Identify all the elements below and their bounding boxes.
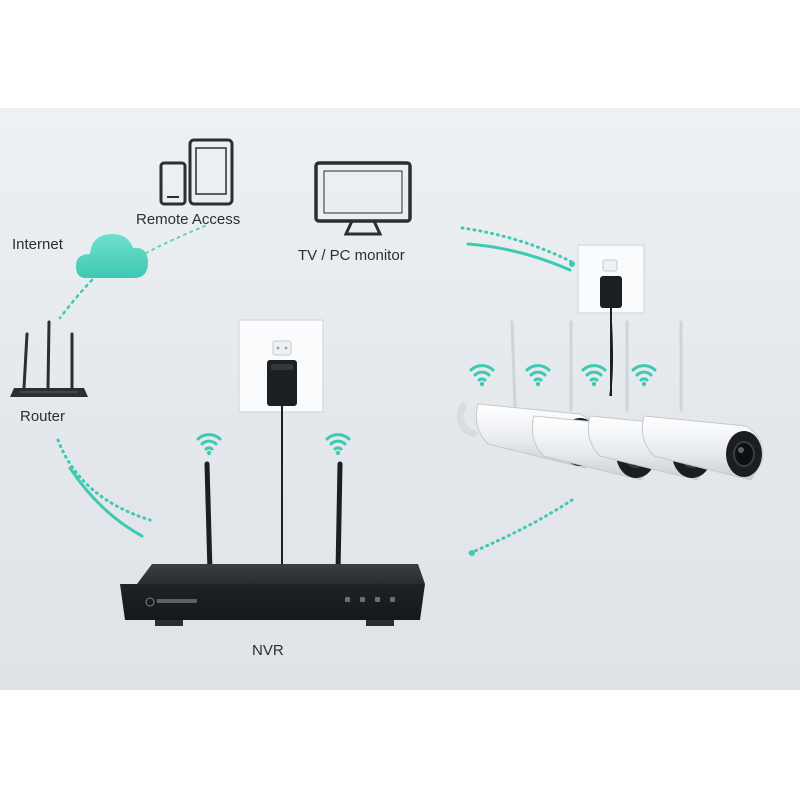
cloud-icon [76,234,149,278]
network-diagram [10,138,764,626]
remote-access-label: Remote Access [136,211,241,228]
wifi-signal-icon [581,364,607,388]
camera-group [456,320,764,481]
internet-label: Internet [12,236,63,253]
phone-icon [159,161,187,206]
power-socket-icon [577,244,645,397]
tv-camera-link [460,226,574,264]
wifi-signal-icon [631,364,657,388]
router-nvr-link [56,438,152,522]
tv-camera-link-dot [569,261,575,267]
tv-pc-monitor-label: TV / PC monitor [298,247,405,264]
router-nvr-link-solid [68,466,144,538]
nvr-icon [120,461,425,626]
diagram-canvas: Internet Remote Access TV / PC monitor R… [0,108,800,690]
connection-lines [56,225,577,556]
wifi-signal-icon [196,433,222,457]
nvr-label: NVR [252,642,284,659]
router-icon [10,320,88,397]
camera-nvr-link-dot [469,550,475,556]
power-socket-icon [238,319,324,573]
wifi-signal-icon [469,364,495,388]
wifi-signal-icon [325,433,351,457]
camera-icon [641,320,764,481]
cloud-router-link [58,278,94,320]
router-label: Router [20,408,66,425]
cloud-remote-link [145,225,206,254]
wifi-signal-icon [525,364,551,388]
monitor-icon [314,161,412,236]
camera-nvr-link [468,496,577,555]
tv-camera-link-solid [466,242,572,272]
tablet-icon [188,138,234,206]
